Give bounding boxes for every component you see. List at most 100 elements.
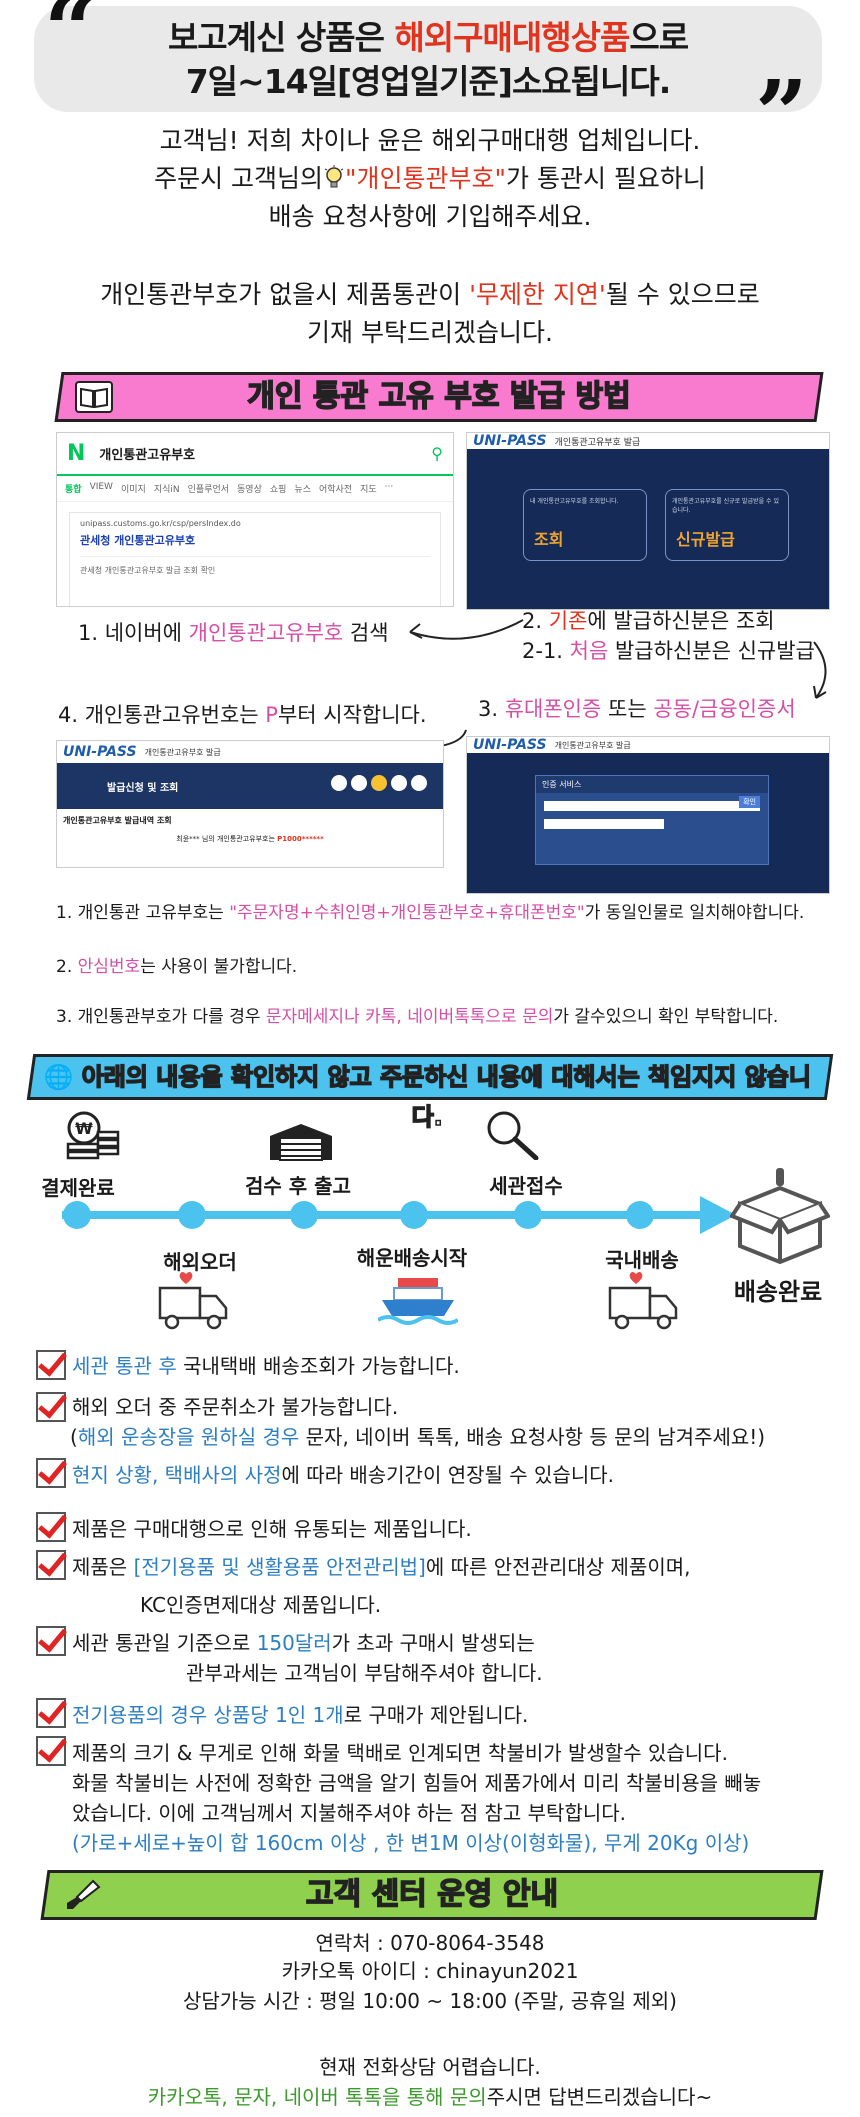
circle-icon <box>411 775 427 791</box>
check-icon <box>36 1458 66 1488</box>
naver-logo: N <box>67 441 86 466</box>
check-icon <box>36 1736 66 1766</box>
timeline-dot <box>290 1201 318 1229</box>
result-url: unipass.customs.go.kr/csp/persIndex.do <box>80 519 241 528</box>
naver-tab[interactable]: 인플루언서 <box>187 485 230 495</box>
lightbulb-icon <box>323 164 345 190</box>
check-icon <box>36 1550 66 1580</box>
naver-tab[interactable]: ··· <box>384 482 394 492</box>
note-1: 1. 개인통관 고유부호는 "주문자명+수취인명+개인통관부호+휴대폰번호"가 … <box>56 903 805 923</box>
top-banner: 보고계신 상품은 해외구매대행상품으로 7일~14일[영업일기준]소요됩니다. <box>34 6 822 112</box>
naver-tab[interactable]: 어학사전 <box>318 485 353 495</box>
checklist-item-8-line-2: 화물 착불비는 사전에 정확한 금액을 알기 힘들어 제품가에서 미리 착불비용… <box>72 1771 762 1795</box>
timeline-dot <box>63 1201 91 1229</box>
coins-icon: ₩ <box>66 1111 120 1160</box>
customer-center-banner: 고객 센터 운영 안내 <box>40 1870 824 1920</box>
checklist-item-5-sub: KC인증면제대상 제품입니다. <box>140 1593 382 1617</box>
naver-tab[interactable]: VIEW <box>89 482 113 492</box>
result-title[interactable]: 관세청 개인통관고유부호 <box>80 534 196 547</box>
checklist-item-2-sub: (해외 운송장을 원하실 경우 문자, 네이버 톡톡, 배송 요청사항 등 문의… <box>70 1425 766 1449</box>
naver-tab[interactable]: 쇼핑 <box>269 485 287 495</box>
circle-icon <box>371 775 387 791</box>
circle-icon <box>391 775 407 791</box>
unipass-logo-2: UNI-PASS <box>63 744 137 760</box>
disclaimer-text: 🌐 아래의 내용을 확인하지 않고 주문하신 내용에 대해서는 책임지지 않습니… <box>43 1062 811 1132</box>
checklist-item-8-line-3: 았습니다. 이에 고객님께서 지불해주셔야 하는 점 참고 부탁합니다. <box>72 1801 627 1825</box>
checklist-item-1: 세관 통관 후 국내택배 배송조회가 가능합니다. <box>72 1354 460 1378</box>
ship-icon <box>378 1278 458 1325</box>
curved-arrow-icon <box>409 619 524 640</box>
step-2: 2. 기존에 발급하신분은 조회 <box>522 609 775 633</box>
timeline-label-domestic: 국내배송 <box>605 1248 679 1272</box>
step-4: 4. 개인통관고유번호는 P부터 시작합니다. <box>58 703 427 727</box>
timeline-label-payment: 결제완료 <box>41 1176 115 1200</box>
timeline-label-overseas-order: 해외오더 <box>163 1250 237 1274</box>
checklist-item-2: 해외 오더 중 주문취소가 불가능합니다. <box>72 1395 399 1419</box>
cert-input[interactable] <box>544 801 760 811</box>
globe-icon: 🌐 <box>43 1063 74 1091</box>
naver-tab[interactable]: 동영상 <box>237 485 262 495</box>
check-icon <box>36 1392 66 1422</box>
contact-phone: 연락처 : 070-8064-3548 <box>315 1931 545 1955</box>
unipass-logo: UNI-PASS <box>473 433 547 449</box>
naver-tab[interactable]: 이미지 <box>120 485 146 495</box>
naver-query: 개인통관고유부호 <box>99 448 196 463</box>
unipass-header: 개인통관고유부호 발급 <box>554 437 641 448</box>
timeline-label-shipping-start: 해운배송시작 <box>356 1246 468 1270</box>
result-badge: 발급신청 및 조회 <box>107 783 179 794</box>
timeline-dot <box>626 1201 654 1229</box>
banner-line-1: 보고계신 상품은 해외구매대행상품으로 <box>167 18 689 57</box>
disclaimer-banner: 🌐 아래의 내용을 확인하지 않고 주문하신 내용에 대해서는 책임지지 않습니… <box>26 1054 834 1132</box>
unipass-logo-3: UNI-PASS <box>473 737 547 753</box>
brush-icon <box>63 1879 101 1911</box>
naver-tab[interactable]: 통합 <box>65 485 82 495</box>
circle-icon <box>351 775 367 791</box>
intro-line-3: 배송 요청사항에 기입해주세요. <box>268 202 592 231</box>
banner-line-2: 7일~14일[영업일기준]소요됩니다. <box>185 62 672 101</box>
unipass-lookup-screenshot: UNI-PASS 개인통관고유부호 발급 내 개인통관고유부호를 조회합니다. … <box>466 432 830 610</box>
result-caption: 개인통관고유부호 발급내역 조회 <box>63 816 172 825</box>
timeline-label-customs: 세관접수 <box>489 1174 563 1198</box>
cert-input-2[interactable] <box>544 819 664 829</box>
circle-icon <box>331 775 347 791</box>
check-icon <box>36 1350 66 1380</box>
naver-tab[interactable]: 지식iN <box>153 485 180 495</box>
timeline-dot <box>400 1201 428 1229</box>
intro-line-4: 개인통관부호가 없을시 제품통관이 '무제한 지연'될 수 있으므로 <box>100 280 760 309</box>
icon-row <box>331 775 427 791</box>
note-3: 3. 개인통관부호가 다를 경우 문자메세지나 카톡, 네이버톡톡으로 문의가 … <box>56 1007 779 1027</box>
check-icon <box>36 1626 66 1656</box>
check-icon <box>36 1698 66 1728</box>
cert-ok-button[interactable]: 확인 <box>739 796 760 808</box>
phone-notice: 현재 전화상담 어렵습니다. <box>319 2055 541 2079</box>
checklist-item-5: 제품은 [전기용품 및 생활용품 안전관리법]에 따른 안전관리대상 제품이며, <box>72 1555 691 1579</box>
step-3: 3. 휴대폰인증 또는 공동/금융인증서 <box>478 697 796 721</box>
intro-line-2: 주문시 고객님의"개인통관부호"가 통관시 필요하니 <box>154 164 706 193</box>
intro-line-5: 기재 부탁드리겠습니다. <box>307 318 553 347</box>
search-icon: ⚲ <box>431 444 443 463</box>
checklist-item-8-line-4: (가로+세로+높이 합 160cm 이상 , 한 변1M 이상(이형화물), 무… <box>72 1831 750 1855</box>
open-quote-icon: “ <box>44 0 97 84</box>
svg-text:₩: ₩ <box>75 1119 93 1138</box>
truck-icon <box>158 1272 228 1330</box>
checklist-item-4: 제품은 구매대행으로 인해 유통되는 제품입니다. <box>72 1517 472 1541</box>
timeline-dot <box>178 1201 206 1229</box>
naver-tab[interactable]: 뉴스 <box>294 485 311 495</box>
step-1: 1. 네이버에 개인통관고유부호 검색 <box>78 621 389 645</box>
step-2-1: 2-1. 처음 발급하신분은 신규발급 <box>522 639 815 663</box>
down-curve-arrow-icon <box>813 641 827 699</box>
timeline-line <box>62 1211 702 1219</box>
box-icon <box>730 1168 830 1264</box>
lookup-button[interactable]: 내 개인통관고유부호를 조회합니다. 조회 <box>523 489 647 561</box>
section-title: 개인 통관 고유 부호 발급 방법 <box>247 378 632 415</box>
note-2: 2. 안심번호는 사용이 불가합니다. <box>56 957 298 977</box>
result-screenshot: UNI-PASS 개인통관고유부호 발급 발급신청 및 조회 개인통관고유부호 … <box>56 740 444 868</box>
intro-line-1: 고객님! 저희 차이나 윤은 해외구매대행 업체입니다. <box>159 126 701 155</box>
result-desc: 관세청 개인통관고유부호 발급 조회 확인 <box>80 556 430 576</box>
naver-tab[interactable]: 지도 <box>360 485 377 495</box>
timeline-label-inspection: 검수 후 출고 <box>245 1174 351 1198</box>
magnifier-icon <box>487 1111 539 1160</box>
naver-tabs: 통합 VIEW 이미지 지식iN 인플루언서 동영상 쇼핑 뉴스 어학사전 지도 ··· <box>57 476 453 502</box>
customer-center-title: 고객 센터 운영 안내 <box>305 1876 559 1913</box>
new-issue-button[interactable]: 개인통관고유부호를 신규로 발급받을 수 있습니다. 신규발급 <box>665 489 789 561</box>
